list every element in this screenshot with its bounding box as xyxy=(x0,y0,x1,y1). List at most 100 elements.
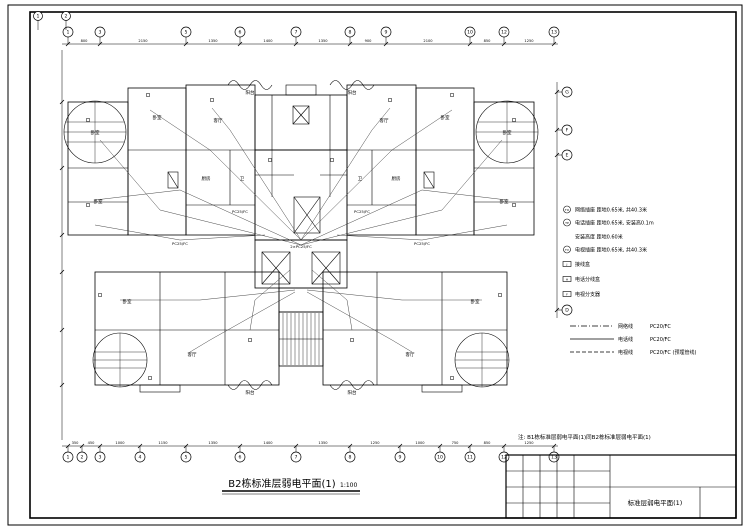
central-core xyxy=(254,84,348,367)
line-legend-label: 电话线 xyxy=(618,336,633,343)
legend-symbol-box xyxy=(562,276,572,282)
grid-bubble-circle xyxy=(94,26,106,38)
grid-bubble-label: 3 xyxy=(99,30,102,36)
grid-bubble: 4 xyxy=(134,446,146,463)
outlet-icon xyxy=(146,93,150,97)
grid-bubble-circle xyxy=(561,86,573,98)
grid-bubble: 7 xyxy=(290,446,302,463)
dimension-value: 2100 xyxy=(423,39,433,43)
grid-bubble-circle xyxy=(380,26,392,38)
grid-bubble-circle xyxy=(61,11,71,21)
conduit-label: PC25/FC xyxy=(354,209,370,214)
staircase xyxy=(278,311,324,367)
room-label: 客厅 xyxy=(188,351,197,358)
line-legend: 网络线 PC20/FC 电话线 PC20/FC 电视线 PC20/FC (预埋管… xyxy=(570,323,696,356)
legend-row: TO 网络插座 距地0.65米, 共40.3米 xyxy=(563,205,647,214)
grid-bubble-label: D xyxy=(565,308,569,314)
outlet-icon xyxy=(86,203,90,207)
room-label: 客厅 xyxy=(406,351,415,358)
grid-bubble: 1 xyxy=(33,11,43,30)
grid-bubble-label: 8 xyxy=(349,30,352,36)
room-label: 阳台 xyxy=(348,389,357,396)
grid-bubble-label: 1 xyxy=(37,14,40,20)
grid-bubble: 1 xyxy=(62,26,74,44)
legend-row: TV 电视插座 距地0.65米, 共40.3米 xyxy=(563,245,647,254)
grid-bubble-label: 12 xyxy=(501,455,507,461)
grid-bubble: E xyxy=(557,149,573,161)
grid-bubble: D xyxy=(557,304,573,316)
note-text: 注: B1栋标准层弱电平面(1)同B2栋标准层弱电平面(1) xyxy=(518,433,651,441)
dimension-value: 1350 xyxy=(208,441,218,445)
outlet-icon xyxy=(268,158,272,162)
grid-bubble: F xyxy=(557,124,573,136)
outlet-icon xyxy=(450,376,454,380)
grid-bubble: 3 xyxy=(94,26,106,44)
room-label: 客厅 xyxy=(380,117,389,124)
room-label: 卧室 xyxy=(94,198,103,205)
dimension-value: 800 xyxy=(81,39,89,43)
legend-row: TP 电话插座 距地0.65米, 安装高0.1m xyxy=(563,218,654,227)
grid-bubble: 3 xyxy=(94,446,106,463)
balcony-bottom-right xyxy=(329,380,375,390)
drawing-title: B2栋标准层弱电平面(1) xyxy=(228,477,335,490)
room-label: 卧室 xyxy=(471,298,480,305)
legend-item-text: 电话插座 距地0.65米, 安装高0.1m xyxy=(575,220,654,227)
legend-item-text: 网络插座 距地0.65米, 共40.3米 xyxy=(575,207,647,214)
dimension-value: 1350 xyxy=(208,39,218,43)
grid-bubble: G xyxy=(557,86,573,98)
grid-bubble-circle xyxy=(134,451,146,463)
room-label: 阳台 xyxy=(348,89,357,96)
dimension-value: 850 xyxy=(484,441,492,445)
outlet-icon xyxy=(98,293,102,297)
legend-symbol: TP xyxy=(564,221,569,225)
dimension-value: 1350 xyxy=(318,441,328,445)
conduit-label: PC25/FC xyxy=(172,241,188,246)
balcony-bottom-left xyxy=(227,380,273,390)
grid-bubble-label: 1 xyxy=(67,455,70,461)
outlet-icon xyxy=(148,376,152,380)
titleblock-drawing-name: 标准层弱电平面(1) xyxy=(628,498,683,507)
grid-bubble-label: 1 xyxy=(67,30,70,36)
legend-symbol-box xyxy=(562,291,572,297)
grid-bubble-circle xyxy=(464,26,476,38)
grid-bubble-label: 4 xyxy=(139,455,142,461)
dimension-value: 1250 xyxy=(524,441,534,445)
legend-item-text: 电视分支器 xyxy=(575,291,600,298)
line-legend-label: 网络线 xyxy=(618,323,633,330)
grid-bubbles-right: G F E D xyxy=(557,86,573,316)
grid-bubble-label: 6 xyxy=(239,30,242,36)
line-legend-row: 网络线 PC20/FC xyxy=(570,323,671,330)
grid-bubble-circle xyxy=(561,124,573,136)
dimension-value: 1250 xyxy=(370,441,380,445)
conduit-label: PC25/FC xyxy=(232,209,248,214)
plan-labels: 卧室 卧室 卧室 客厅 厨房 卫 客厅 卧室 卧室 卧室 厨房 卫 卧室 客厅 … xyxy=(91,89,512,396)
grid-bubble: 11 xyxy=(464,446,476,463)
grid-bubble-circle xyxy=(561,304,573,316)
grid-bubble: 12 xyxy=(498,26,510,44)
outlet-icon xyxy=(512,118,516,122)
grid-bubble-label: 11 xyxy=(467,455,473,461)
legend-symbol-circle xyxy=(563,218,571,227)
grid-bubble-circle xyxy=(180,26,192,38)
grid-bubble: 8 xyxy=(344,26,356,44)
room-label: 厨房 xyxy=(392,175,401,182)
grid-bubble-label: 3 xyxy=(99,455,102,461)
conduit-label: PC25/FC xyxy=(414,241,430,246)
legend-symbol-box xyxy=(562,261,572,267)
grid-bubble: 2 xyxy=(76,446,88,463)
grid-bubble-circle xyxy=(180,451,192,463)
outlet-icon xyxy=(388,98,392,102)
dimension-value: 1250 xyxy=(524,39,534,43)
grid-bubble-label: 10 xyxy=(437,455,443,461)
unit-upper-right-wing xyxy=(473,100,539,236)
elevator-shaft-right xyxy=(311,251,341,285)
grid-bubble-label: F xyxy=(566,128,569,134)
grid-bubble: 6 xyxy=(234,26,246,44)
distribution-boxes xyxy=(167,171,435,189)
grid-bubble-circle xyxy=(434,451,446,463)
grid-bubble-circle xyxy=(464,451,476,463)
room-label: 卧室 xyxy=(441,114,450,121)
